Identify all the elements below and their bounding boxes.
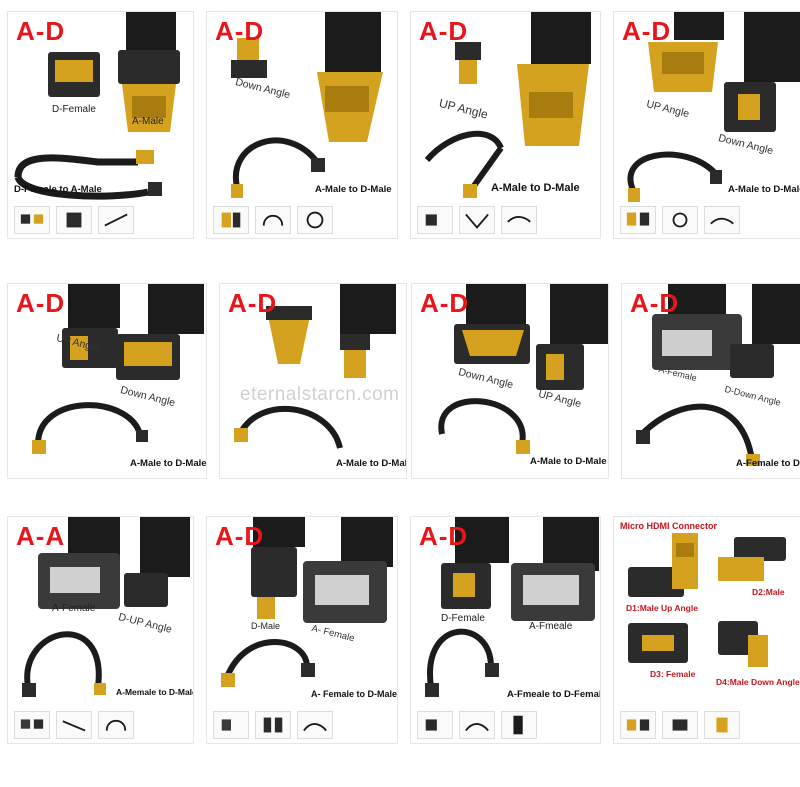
cable-type-badge: A-D bbox=[419, 16, 469, 46]
cable-caption: A-Male to D-Male bbox=[530, 456, 607, 467]
thumbnail[interactable] bbox=[459, 711, 495, 739]
thumbnail[interactable] bbox=[417, 711, 453, 739]
thumbnail[interactable] bbox=[255, 206, 291, 234]
product-tile-2[interactable]: A-D Down Angle A-Male to D-Male bbox=[207, 12, 397, 238]
product-tile-6[interactable]: A-D A-Male to D-Male bbox=[220, 284, 406, 478]
connector-label: A-Male bbox=[132, 116, 164, 127]
cable-type-badge: A-D bbox=[215, 521, 265, 551]
cable-type-badge: A-D bbox=[215, 16, 265, 46]
cable-type-badge: A-D bbox=[16, 16, 66, 46]
cable-caption: A-Female to D-M bbox=[736, 458, 800, 469]
thumbnail[interactable] bbox=[213, 711, 249, 739]
connector-label: D3: Female bbox=[650, 669, 696, 679]
connector-label: D-Female bbox=[52, 104, 96, 115]
watermark-text: eternalstarcn.com bbox=[240, 384, 400, 405]
thumbnail[interactable] bbox=[98, 206, 134, 234]
cable-type-badge: A-D bbox=[419, 521, 469, 551]
connector-label: A-Female bbox=[52, 603, 96, 614]
thumbnail[interactable] bbox=[620, 206, 656, 234]
product-tile-10[interactable]: A-D D-Male A- Female A- Female to D-Male bbox=[207, 517, 397, 743]
connector-photo bbox=[636, 284, 800, 466]
thumbnail-strip bbox=[417, 206, 537, 234]
connector-photo bbox=[425, 517, 599, 697]
thumbnail[interactable] bbox=[213, 206, 249, 234]
thumbnail[interactable] bbox=[255, 711, 291, 739]
thumbnail[interactable] bbox=[704, 206, 740, 234]
cable-type-badge: A-D bbox=[630, 288, 680, 318]
connector-photo bbox=[231, 12, 383, 198]
connector-photo bbox=[424, 12, 591, 198]
product-tile-11[interactable]: A-D D-Female A-Fmeale A-Fmeale to D-Fema… bbox=[411, 517, 600, 743]
thumbnail[interactable] bbox=[501, 711, 537, 739]
thumbnail-strip bbox=[417, 711, 537, 739]
thumbnail[interactable] bbox=[662, 711, 698, 739]
cable-type-badge: A-D bbox=[228, 288, 278, 318]
connector-photo bbox=[234, 284, 396, 449]
micro-hdmi-tile[interactable]: Micro HDMI Connector D1:Male Up Angle D2… bbox=[614, 517, 800, 743]
cable-caption: A-Fmeale to D-Female bbox=[507, 689, 600, 700]
thumbnail[interactable] bbox=[417, 206, 453, 234]
connector-label: D-Female bbox=[441, 613, 485, 624]
thumbnail[interactable] bbox=[297, 206, 333, 234]
connector-photo bbox=[628, 533, 786, 667]
connector-photo bbox=[14, 12, 180, 200]
cable-caption: A- Female to D-Male bbox=[311, 689, 397, 699]
thumbnail[interactable] bbox=[501, 206, 537, 234]
thumbnail[interactable] bbox=[704, 711, 740, 739]
thumbnail-strip bbox=[213, 206, 333, 234]
connector-photo bbox=[32, 284, 204, 454]
micro-hdmi-title: Micro HDMI Connector bbox=[620, 521, 718, 531]
cable-type-badge: A-D bbox=[420, 288, 470, 318]
thumbnail[interactable] bbox=[56, 206, 92, 234]
connector-photo bbox=[22, 517, 190, 697]
cable-type-badge: A-D bbox=[16, 288, 66, 318]
connector-photo bbox=[221, 517, 393, 687]
product-tile-1[interactable]: A-D D-Female A-Male D-Female to A-Male bbox=[8, 12, 193, 238]
thumbnail-strip bbox=[620, 711, 740, 739]
cable-caption: A-Male to D-Male bbox=[728, 184, 800, 195]
product-tile-9[interactable]: A-A A-Female D-UP Angle A-Memale to D-Ma… bbox=[8, 517, 193, 743]
cable-caption: A-Male to D-Male bbox=[130, 458, 206, 469]
cable-caption: A-Male to D-Male bbox=[491, 182, 580, 194]
cable-caption: A-Male to D-Male bbox=[336, 458, 406, 469]
connector-label: D4:Male Down Angle bbox=[716, 677, 800, 687]
thumbnail[interactable] bbox=[14, 206, 50, 234]
thumbnail[interactable] bbox=[14, 711, 50, 739]
connector-photo bbox=[438, 284, 608, 454]
product-tile-7[interactable]: A-D Down Angle UP Angle A-Male to D-Male bbox=[412, 284, 608, 478]
thumbnail[interactable] bbox=[662, 206, 698, 234]
product-tile-8[interactable]: A-D A-Female D-Down Angle A-Female to D-… bbox=[622, 284, 800, 478]
thumbnail[interactable] bbox=[459, 206, 495, 234]
product-tile-3[interactable]: A-D UP Angle A-Male to D-Male bbox=[411, 12, 600, 238]
cable-type-badge: A-D bbox=[622, 16, 672, 46]
connector-label: D1:Male Up Angle bbox=[626, 603, 698, 613]
thumbnail-strip bbox=[14, 711, 134, 739]
thumbnail[interactable] bbox=[98, 711, 134, 739]
thumbnail-strip bbox=[14, 206, 134, 234]
thumbnail-strip bbox=[620, 206, 740, 234]
product-tile-4[interactable]: A-D UP Angle Down Angle A-Male to D-Male bbox=[614, 12, 800, 238]
thumbnail-strip bbox=[213, 711, 333, 739]
connector-label: D2:Male bbox=[752, 587, 785, 597]
cable-caption: D-Female to A-Male bbox=[14, 184, 102, 195]
cable-type-badge: A-A bbox=[16, 521, 66, 551]
thumbnail[interactable] bbox=[56, 711, 92, 739]
thumbnail[interactable] bbox=[297, 711, 333, 739]
connector-label: D-Male bbox=[251, 621, 281, 631]
thumbnail[interactable] bbox=[620, 711, 656, 739]
cable-caption: A-Memale to D-Male bbox=[116, 687, 193, 697]
cable-caption: A-Male to D-Male bbox=[315, 184, 392, 195]
connector-photo bbox=[627, 12, 800, 202]
product-tile-5[interactable]: A-D UP Angle Down Angle A-Male to D-Male bbox=[8, 284, 206, 478]
connector-label: A-Fmeale bbox=[529, 621, 573, 632]
